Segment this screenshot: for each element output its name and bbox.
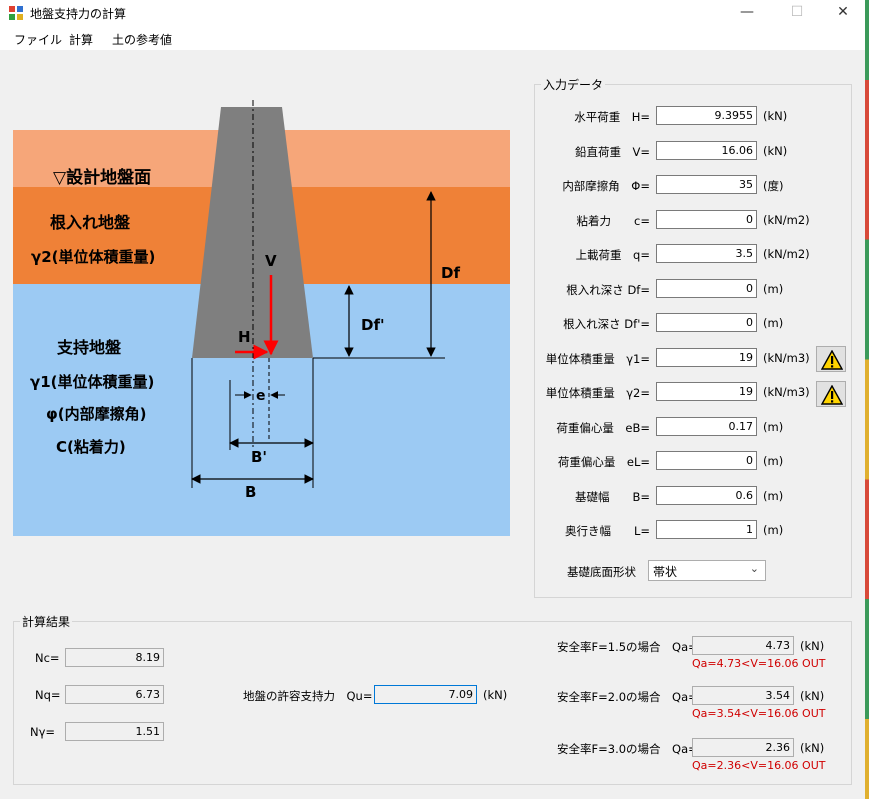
input-unit: (m) (763, 454, 784, 468)
gamma1-warning-button[interactable] (816, 346, 846, 372)
nq-label: Nq= (35, 688, 61, 702)
input-label: 単位体積重量 γ1= (545, 352, 650, 366)
shape-select[interactable]: 帯状 ⌄ (648, 560, 766, 581)
sf-status-message: Qa=4.73<V=16.06 OUT (692, 657, 826, 670)
menu-file[interactable]: ファイル (14, 33, 63, 47)
sf-label: 安全率F=3.0の場合 Qa= (557, 742, 698, 756)
label-v: V (265, 252, 277, 270)
maximize-button[interactable]: ☐ (790, 4, 804, 20)
input-field[interactable]: 35 (656, 175, 757, 194)
input-label: 奥行き幅 L= (564, 524, 650, 538)
input-data-group: 入力データ (534, 76, 852, 598)
input-unit: (m) (763, 523, 784, 537)
input-unit: (度) (763, 179, 784, 193)
input-field[interactable]: 0 (656, 279, 757, 298)
sf-unit: (kN) (800, 741, 825, 755)
input-label: 荷重偏心量 eB= (556, 421, 650, 435)
window-title: 地盤支持力の計算 (30, 7, 127, 21)
input-unit: (m) (763, 282, 784, 296)
label-support-2: γ1(単位体積重量) (30, 373, 154, 391)
qu-field[interactable]: 7.09 (374, 685, 477, 704)
sf-value-field[interactable]: 3.54 (692, 686, 794, 705)
sf-unit: (kN) (800, 639, 825, 653)
input-unit: (kN/m2) (763, 247, 810, 261)
input-unit: (m) (763, 316, 784, 330)
warning-icon (821, 350, 843, 370)
label-b-prime: B' (251, 448, 267, 466)
input-unit: (m) (763, 420, 784, 434)
input-field[interactable]: 16.06 (656, 141, 757, 160)
sf-unit: (kN) (800, 689, 825, 703)
input-field[interactable]: 3.5 (656, 244, 757, 263)
chevron-down-icon: ⌄ (749, 562, 759, 575)
input-field[interactable]: 19 (656, 382, 757, 401)
nq-field[interactable]: 6.73 (65, 685, 164, 704)
label-embed-2: γ2(単位体積重量) (31, 248, 155, 266)
sf-value-field[interactable]: 2.36 (692, 738, 794, 757)
qu-unit: (kN) (483, 688, 508, 702)
label-support-4: C(粘着力) (56, 438, 126, 456)
sf-label: 安全率F=2.0の場合 Qa= (557, 690, 698, 704)
label-support-1: 支持地盤 (56, 338, 122, 357)
input-label: 基礎幅 B= (574, 490, 650, 504)
warning-icon (821, 385, 843, 405)
label-e: e (256, 388, 266, 404)
qu-label: 地盤の許容支持力 Qu= (243, 689, 373, 703)
ng-label: Nγ= (30, 725, 56, 739)
input-data-title: 入力データ (541, 76, 606, 93)
label-design-ground: ▽設計地盤面 (53, 167, 151, 188)
input-unit: (kN/m2) (763, 213, 810, 227)
input-field[interactable]: 0 (656, 451, 757, 470)
input-unit: (kN/m3) (763, 351, 810, 365)
input-field[interactable]: 19 (656, 348, 757, 367)
label-embed-1: 根入れ地盤 (50, 213, 131, 232)
menu-bar: ファイル 計算 土の参考値 (0, 26, 865, 50)
nc-label: Nc= (35, 651, 60, 665)
input-field[interactable]: 0.6 (656, 486, 757, 505)
input-field[interactable]: 1 (656, 520, 757, 539)
input-field[interactable]: 0 (656, 313, 757, 332)
title-bar: 地盤支持力の計算 — ☐ ✕ (0, 0, 869, 26)
foundation-diagram: ▽設計地盤面 根入れ地盤 γ2(単位体積重量) 支持地盤 γ1(単位体積重量) … (13, 100, 510, 536)
ng-field[interactable]: 1.51 (65, 722, 164, 741)
result-group: 計算結果 (13, 613, 852, 785)
input-label: 内部摩擦角 Φ= (562, 179, 650, 193)
input-label: 粘着力 c= (576, 214, 650, 228)
sf-status-message: Qa=2.36<V=16.06 OUT (692, 759, 826, 772)
close-button[interactable]: ✕ (837, 4, 849, 20)
label-h: H (238, 328, 251, 346)
sf-label: 安全率F=1.5の場合 Qa= (557, 640, 698, 654)
label-support-3: φ(内部摩擦角) (46, 405, 146, 423)
app-icon (9, 6, 23, 20)
input-label: 上載荷重 q= (575, 248, 650, 262)
input-unit: (m) (763, 489, 784, 503)
input-label: 水平荷重 H= (574, 110, 650, 124)
sf-status-message: Qa=3.54<V=16.06 OUT (692, 707, 826, 720)
input-unit: (kN) (763, 144, 788, 158)
input-field[interactable]: 0 (656, 210, 757, 229)
desktop-edge (865, 0, 869, 799)
input-label: 鉛直荷重 V= (574, 145, 650, 159)
shape-label: 基礎底面形状 (567, 565, 636, 579)
input-label: 根入れ深さ Df'= (563, 317, 650, 331)
sf-value-field[interactable]: 4.73 (692, 636, 794, 655)
menu-soil-reference[interactable]: 土の参考値 (112, 33, 173, 47)
footing-shape (192, 107, 313, 358)
label-df: Df (441, 264, 460, 282)
result-title: 計算結果 (20, 613, 73, 630)
gamma2-warning-button[interactable] (816, 381, 846, 407)
input-label: 単位体積重量 γ2= (545, 386, 650, 400)
nc-field[interactable]: 8.19 (65, 648, 164, 667)
label-b: B (245, 483, 256, 501)
input-field[interactable]: 9.3955 (656, 106, 757, 125)
minimize-button[interactable]: — (740, 4, 754, 20)
input-unit: (kN) (763, 109, 788, 123)
input-label: 根入れ深さ Df= (566, 283, 650, 297)
input-unit: (kN/m3) (763, 385, 810, 399)
input-label: 荷重偏心量 eL= (557, 455, 650, 469)
label-df-prime: Df' (361, 316, 385, 334)
shape-select-value: 帯状 (653, 565, 678, 579)
menu-calc[interactable]: 計算 (69, 33, 94, 47)
input-field[interactable]: 0.17 (656, 417, 757, 436)
